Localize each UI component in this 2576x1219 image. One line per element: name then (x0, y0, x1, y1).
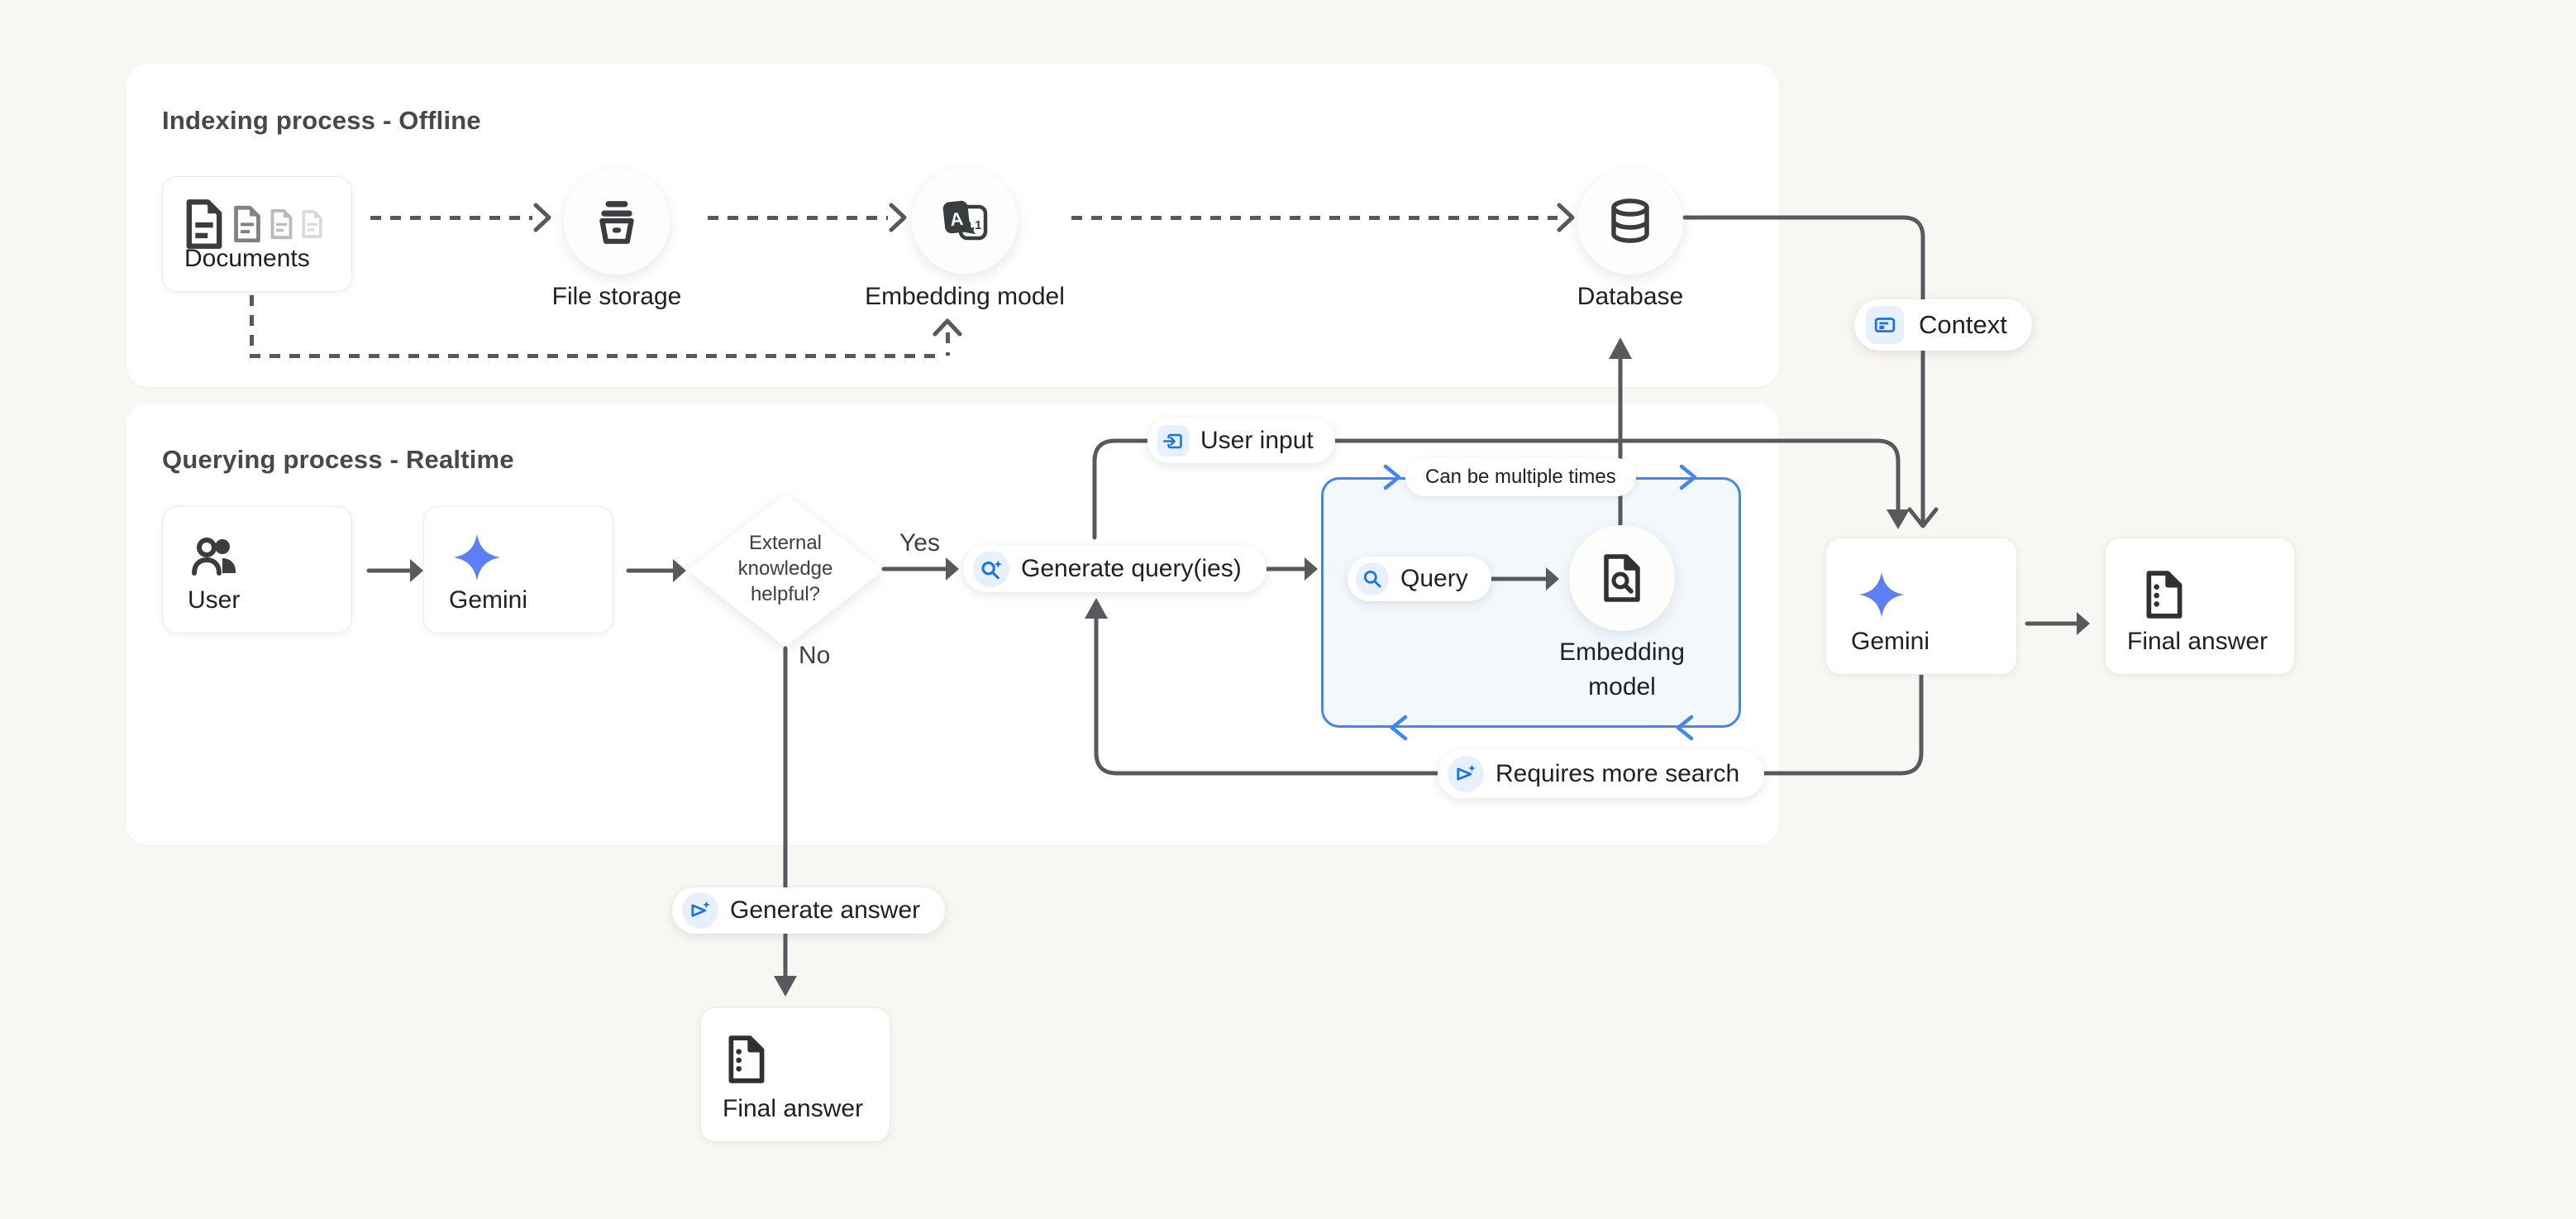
search-spark-icon (973, 551, 1009, 587)
no-label: No (799, 642, 831, 669)
file-storage-node (564, 169, 670, 275)
generate-answer-badge: Generate answer (672, 887, 946, 934)
dashed-return-line (250, 354, 944, 358)
summarize-document-icon (728, 1035, 765, 1083)
file-storage-label: File storage (551, 283, 682, 310)
user-input-badge: User input (1147, 418, 1335, 463)
document-search-icon (1604, 554, 1640, 602)
user-label: User (188, 586, 241, 614)
indexing-panel-title: Indexing process - Offline (162, 106, 481, 135)
arrowhead-into-finalanswer-bottom (774, 976, 797, 997)
summarize-document-icon (2146, 571, 2182, 619)
generate-queries-label: Generate query(ies) (1021, 555, 1242, 582)
gemini-card: Gemini (423, 506, 613, 633)
gemini-sparkle-icon (453, 533, 501, 581)
query-label: Query (1400, 565, 1468, 592)
database-cylinder-icon (1611, 198, 1649, 243)
loop-note-pill: Can be multiple times (1405, 458, 1636, 496)
arrowhead-into-finalanswer-right (2077, 612, 2090, 635)
gemini-right-label: Gemini (1851, 628, 1930, 655)
dashed-line-embedding-to-database (1071, 216, 1558, 220)
dashed-line-documents-down (250, 295, 254, 355)
dashed-return-up (946, 332, 950, 356)
generate-answer-label: Generate answer (730, 896, 921, 924)
dashed-line-documents-to-filestorage (370, 216, 532, 220)
input-icon (1157, 425, 1189, 457)
requires-more-search-label: Requires more search (1496, 760, 1740, 787)
chevron-arrow-context-into-gemini (1907, 507, 1939, 528)
arrowhead-userinput-into-gemini (1887, 509, 1910, 529)
article-icon (1866, 306, 1904, 344)
user-icon (192, 538, 236, 576)
translate-a-to-numbers-icon: 0,1 A (942, 200, 988, 241)
svg-text:A: A (949, 208, 965, 231)
gemini-label: Gemini (449, 586, 528, 614)
final-answer-bottom-card: Final answer (700, 1007, 890, 1142)
gemini-right-card: Gemini (1825, 538, 2017, 675)
final-answer-right-label: Final answer (2127, 628, 2268, 655)
embedding-model-node: 0,1 A (912, 168, 1018, 274)
documents-label: Documents (184, 245, 310, 272)
yes-label: Yes (899, 529, 940, 557)
storage-bucket-icon (599, 201, 634, 244)
context-label: Context (1919, 310, 2007, 339)
documents-card: Documents (162, 176, 352, 292)
context-badge: Context (1854, 299, 2032, 351)
user-card: User (162, 506, 352, 633)
magnifier-icon (1356, 562, 1389, 595)
query-pill: Query (1348, 557, 1491, 601)
final-answer-bottom-label: Final answer (723, 1095, 864, 1122)
querying-panel-title: Querying process - Realtime (162, 445, 514, 474)
embedding-loop-label: Embedding model (1559, 638, 1685, 700)
database-label: Database (1577, 283, 1684, 310)
embedding-model-label: Embedding model (865, 283, 1065, 310)
generate-queries-pill: Generate query(ies) (963, 546, 1267, 592)
final-answer-right-card: Final answer (2105, 538, 2295, 675)
gemini-sparkle-icon (1858, 571, 1905, 618)
database-node (1577, 169, 1683, 275)
decision-diamond (689, 495, 881, 647)
requires-more-search-pill: Requires more search (1438, 750, 1765, 798)
dashed-line-filestorage-to-embedding (708, 216, 888, 220)
documents-icon (183, 198, 324, 250)
send-spark-icon (1448, 756, 1484, 792)
user-input-label: User input (1200, 427, 1314, 454)
embedding-loop-node (1569, 525, 1675, 631)
decision-text: External knowledge helpful? (737, 532, 833, 605)
send-spark-icon (682, 892, 718, 929)
